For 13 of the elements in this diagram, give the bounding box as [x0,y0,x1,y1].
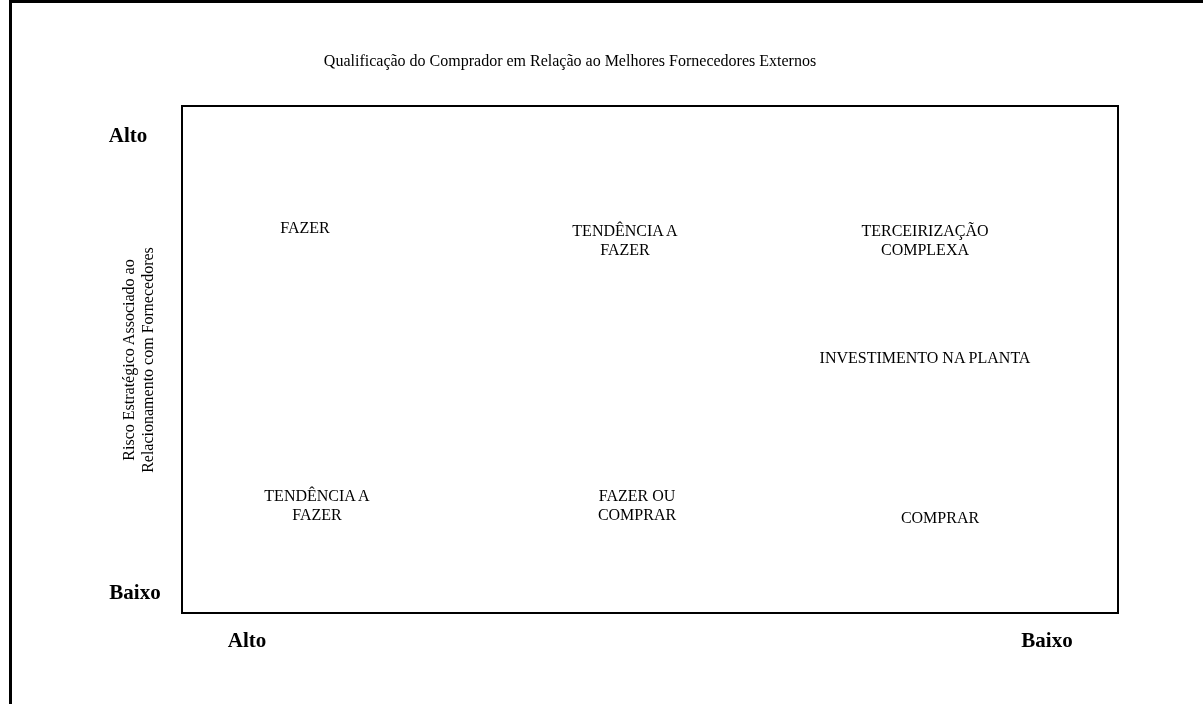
quadrant-label: TENDÊNCIA A FAZER [571,221,679,259]
axis-level: Alto [107,123,149,147]
quadrant-label: TENDÊNCIA A FAZER [263,486,371,524]
axis-title: Qualificação do Comprador em Relação ao Melhores Fornecedores Externos [322,50,818,70]
axis-level: Alto [226,628,268,652]
quadrant-label: INVESTIMENTO NA PLANTA [818,347,1032,367]
quadrant-label: TERCEIRIZAÇÃO COMPLEXA [860,221,990,259]
quadrant-label: FAZER [279,217,331,237]
quadrant-label: FAZER OU COMPRAR [596,486,678,524]
axis-title: Risco Estratégico Associado ao Relacionamento com Fornecedores [119,246,157,475]
axis-level: Baixo [1020,628,1074,652]
quadrant-label: COMPRAR [899,507,981,527]
axis-level: Baixo [108,580,162,604]
